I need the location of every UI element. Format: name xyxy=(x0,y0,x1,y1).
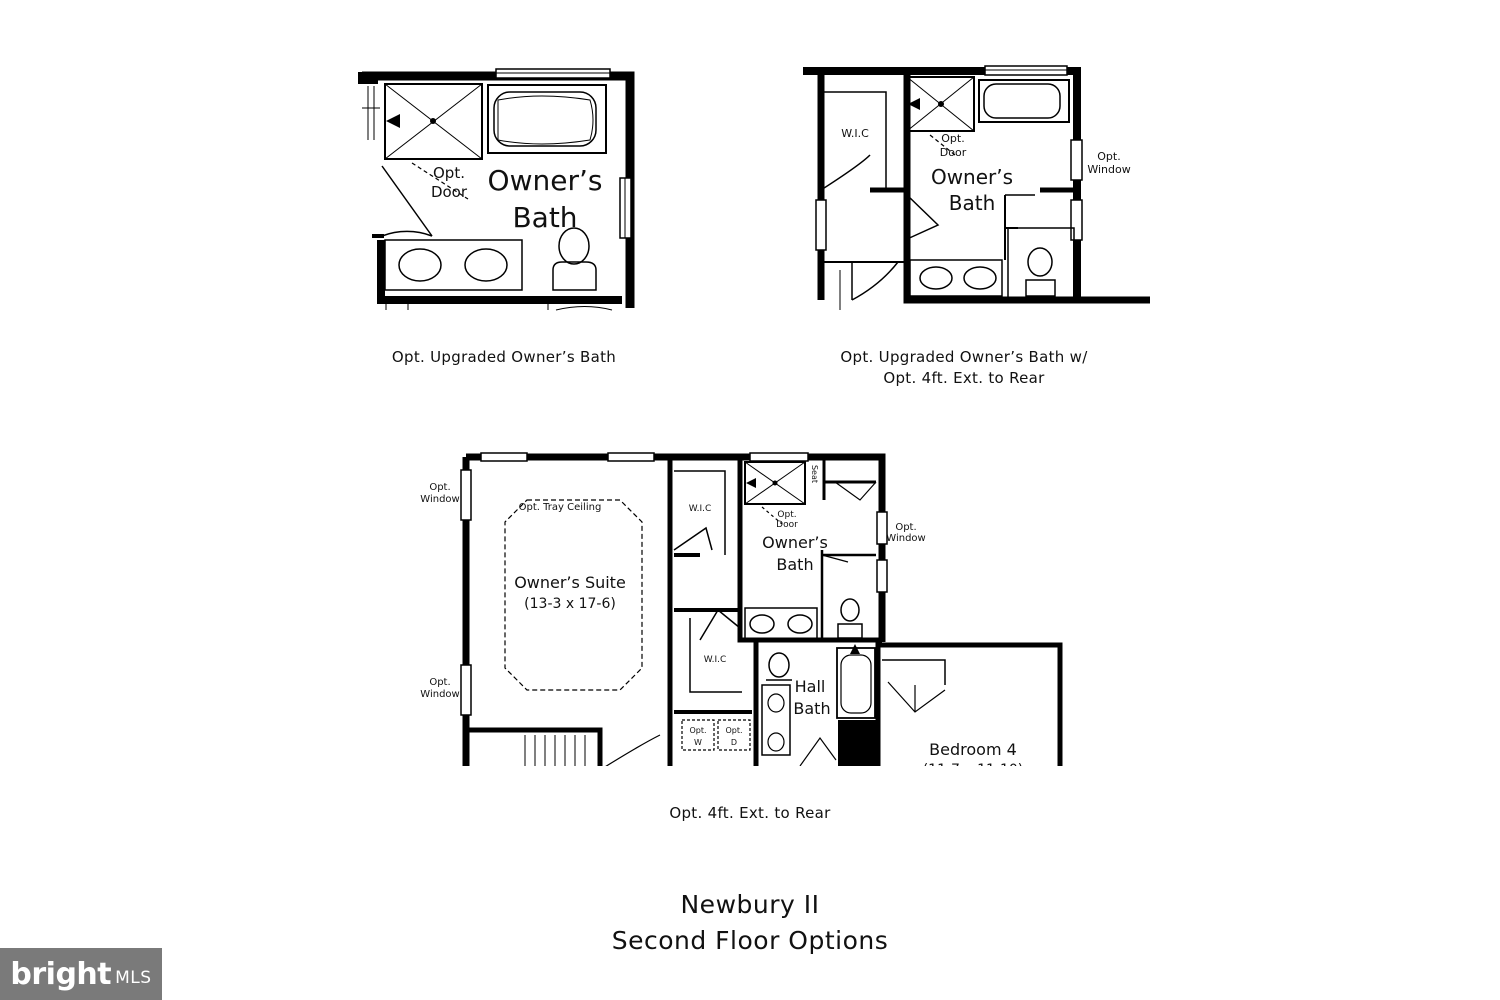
plan-c-caption: Opt. 4ft. Ext. to Rear xyxy=(669,804,831,822)
plan-c-suite-dims: (13-3 x 17-6) xyxy=(524,596,616,612)
plan-c-hall-bath-label-2: Bath xyxy=(793,699,830,718)
plan-b-room-label-2: Bath xyxy=(949,191,996,215)
plan-c-seat-label: Seat xyxy=(810,465,819,483)
plan-c-window-top-label-2: Window xyxy=(420,494,459,505)
plan-c-suite-label: Owner’s Suite xyxy=(514,573,626,592)
plan-b-wic-label: W.I.C xyxy=(841,127,869,140)
plan-c-tray-ceiling-label: Opt. Tray Ceiling xyxy=(519,502,602,513)
plan-c-wic-upper-label: W.I.C xyxy=(689,504,712,514)
plan-b-room-label: Owner’s xyxy=(931,165,1013,189)
plan-c-bedroom-dims: (11-7 x 11-10) xyxy=(923,762,1024,778)
plan-b-door-label-2: Door xyxy=(940,146,967,159)
plan-a-door-label: Opt. xyxy=(433,164,465,182)
plan-a-door-label-2: Door xyxy=(431,183,468,201)
plan-b-window-label-2: Window xyxy=(1087,163,1130,176)
plan-c-bath-window-label-2: Window xyxy=(886,533,925,544)
plan-c-hall-bath-label: Hall xyxy=(795,677,826,696)
plan-c-bath-window-label: Opt. xyxy=(895,522,916,533)
plan-c-washer-label: Opt. xyxy=(689,726,706,735)
plan-b-caption-line-1: Opt. Upgraded Owner’s Bath w/ xyxy=(840,348,1088,366)
plan-c-extension-to-rear xyxy=(460,452,1063,766)
bright-mls-logo: bright MLS xyxy=(0,948,162,1000)
plan-b-window-label: Opt. xyxy=(1097,150,1120,163)
plan-c-bath-label: Owner’s xyxy=(762,533,828,552)
plan-a-caption: Opt. Upgraded Owner’s Bath xyxy=(391,348,617,366)
page-subtitle: Second Floor Options xyxy=(611,926,889,955)
plan-a-upgraded-owners-bath xyxy=(358,68,635,311)
plan-c-bedroom-dims-clip: (11-7 x 11-10) xyxy=(923,762,1024,778)
plan-c-window-bottom-label: Opt. xyxy=(429,677,450,688)
plan-c-wic-lower-label: W.I.C xyxy=(704,655,727,665)
plan-c-window-bottom-label-2: Window xyxy=(420,689,459,700)
plan-c-washer-label-2: W xyxy=(694,738,702,747)
plan-c-bedroom-label: Bedroom 4 xyxy=(929,740,1017,759)
page-title: Newbury II xyxy=(680,890,820,919)
plan-a-room-label-2: Bath xyxy=(512,201,577,234)
logo-suffix-text: MLS xyxy=(115,968,152,988)
plan-a-room-label: Owner’s xyxy=(488,164,603,197)
plan-c-bath-label-2: Bath xyxy=(776,555,813,574)
plan-c-window-top-label: Opt. xyxy=(429,482,450,493)
plan-c-door-label-2: Door xyxy=(776,520,798,530)
plan-b-caption-line-2: Opt. 4ft. Ext. to Rear xyxy=(883,369,1045,387)
plan-c-dryer-label-2: D xyxy=(731,738,737,747)
plan-b-upgraded-bath-with-extension xyxy=(803,65,1150,310)
plan-c-dryer-label: Opt. xyxy=(725,726,742,735)
logo-brand-text: bright xyxy=(10,956,112,992)
plan-b-caption: Opt. Upgraded Owner’s Bath w/ Opt. 4ft. … xyxy=(800,347,1128,389)
plan-b-door-label: Opt. xyxy=(941,132,964,145)
plan-c-door-label: Opt. xyxy=(777,510,796,520)
